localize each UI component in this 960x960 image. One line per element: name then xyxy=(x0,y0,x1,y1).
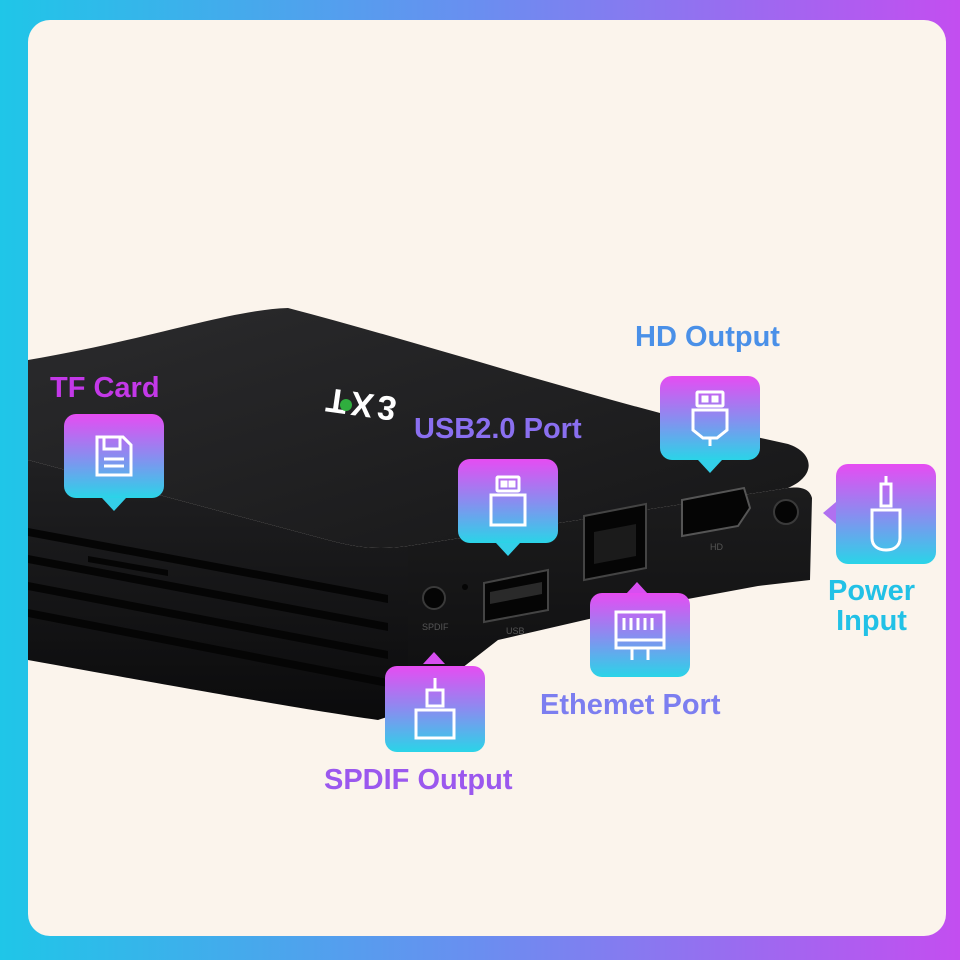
optical-plug-icon xyxy=(414,678,456,740)
spdif-badge xyxy=(385,666,485,752)
spdif-port xyxy=(422,586,446,610)
usb-label: USB2.0 Port xyxy=(414,413,582,445)
power-label: Power Input xyxy=(828,576,915,636)
tf-slot xyxy=(88,556,168,576)
ethernet-pointer xyxy=(626,582,648,594)
tf-card-label: TF Card xyxy=(50,372,160,404)
spdif-label: SPDIF Output xyxy=(324,764,513,796)
tf-card-pointer xyxy=(102,498,126,511)
usb-pointer xyxy=(496,543,520,556)
hdmi-plug-icon xyxy=(691,390,729,446)
product-card: TX3 SPDIF USB HD TF Card USB2.0 Port xyxy=(28,20,946,936)
tv-box-illustration: TX3 SPDIF USB HD xyxy=(28,308,812,720)
usb-badge xyxy=(458,459,558,543)
power-label-line2: Input xyxy=(836,605,907,637)
power-label-line1: Power xyxy=(828,575,916,607)
port-mark-usb: USB xyxy=(506,626,525,636)
tf-card-badge xyxy=(64,414,164,498)
ethernet-port-icon xyxy=(614,610,666,660)
hd-label: HD Output xyxy=(635,321,780,353)
spdif-pointer xyxy=(423,652,445,664)
port-mark-hd: HD xyxy=(710,542,723,552)
hd-pointer xyxy=(698,460,722,473)
port-mark-spdif: SPDIF xyxy=(422,622,449,632)
sd-card-icon xyxy=(95,435,133,477)
ethernet-label: Ethemet Port xyxy=(540,689,721,721)
hd-port xyxy=(681,486,752,538)
power-badge xyxy=(836,464,936,564)
hd-badge xyxy=(660,376,760,460)
vent-slots xyxy=(28,528,388,687)
box-front-side xyxy=(28,460,408,720)
ethernet-badge xyxy=(590,593,690,677)
dc-jack-plug-icon xyxy=(870,476,902,552)
dc-jack xyxy=(773,499,799,525)
usb-plug-icon xyxy=(489,475,527,527)
power-pointer xyxy=(823,502,836,524)
box-top-surface xyxy=(28,308,809,548)
power-led xyxy=(340,399,352,411)
